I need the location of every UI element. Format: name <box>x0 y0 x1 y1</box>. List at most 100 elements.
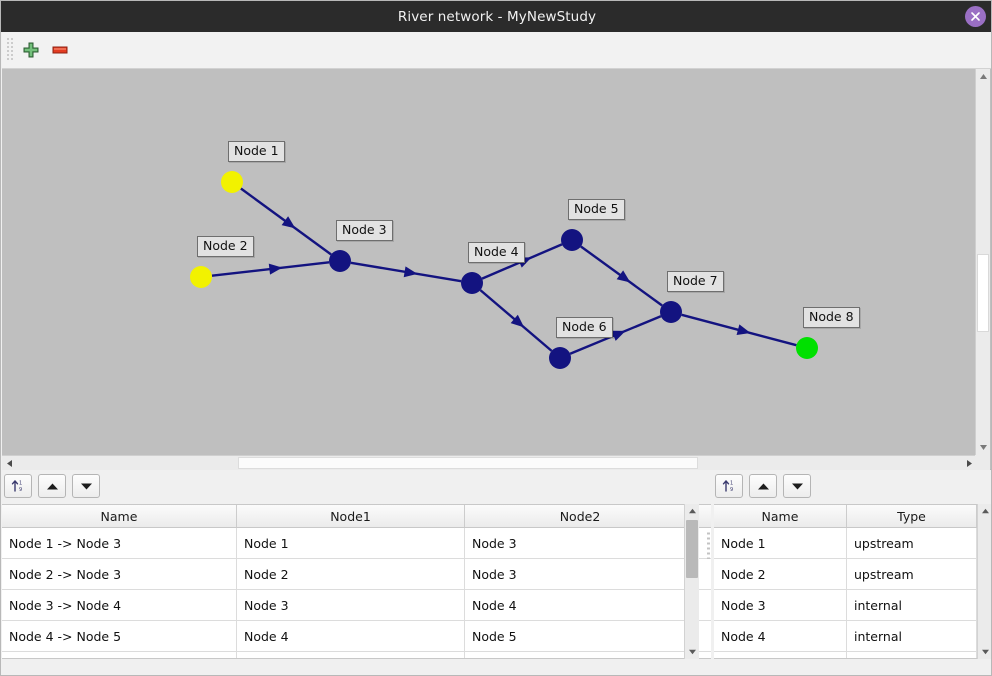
table-cell[interactable]: Node 4 <box>714 621 847 651</box>
red-minus-icon[interactable] <box>47 37 73 63</box>
toolbar-drag-handle[interactable] <box>5 38 15 62</box>
scroll-down-icon[interactable] <box>976 440 990 455</box>
graph-node[interactable] <box>329 250 351 272</box>
edge-arrow-icon <box>403 266 418 278</box>
nodes-scroll-up-icon[interactable] <box>978 504 991 518</box>
table-row-empty[interactable] <box>2 652 711 658</box>
reaches-panel-toolbar: 1 9 <box>4 473 106 499</box>
table-cell[interactable]: Node 5 <box>465 621 696 651</box>
scroll-right-icon[interactable] <box>962 456 977 470</box>
node-label[interactable]: Node 2 <box>197 236 254 257</box>
edges-layer <box>211 187 797 355</box>
graph-node[interactable] <box>461 272 483 294</box>
close-icon[interactable] <box>965 6 986 27</box>
reaches-scroll-thumb[interactable] <box>686 520 698 578</box>
node-label[interactable]: Node 6 <box>556 317 613 338</box>
graph-node[interactable] <box>190 266 212 288</box>
column-header[interactable]: Type <box>847 505 977 527</box>
canvas-vscroll-thumb[interactable] <box>977 254 989 332</box>
table-cell[interactable]: Node 3 <box>714 590 847 620</box>
graph-node[interactable] <box>796 337 818 359</box>
table-cell[interactable]: Node 3 <box>465 528 696 558</box>
network-canvas[interactable]: Node 1 Node 2 Node 3 Node 4 Node 5 Node 6 Node… <box>2 69 991 470</box>
node-label[interactable]: Node 1 <box>228 141 285 162</box>
edge-arrow-icon <box>616 270 631 283</box>
table-cell-empty <box>714 652 847 658</box>
sort-ascending-icon[interactable]: 1 9 <box>715 474 743 498</box>
nodes-scroll-down-icon[interactable] <box>978 645 991 659</box>
nodes-panel-resize-grip[interactable] <box>707 531 711 559</box>
table-cell[interactable]: internal <box>847 621 977 651</box>
canvas-horizontal-scrollbar[interactable] <box>2 455 977 470</box>
triangle-down-icon[interactable] <box>783 474 811 498</box>
table-cell[interactable]: Node 3 <box>237 590 465 620</box>
nodes-table-scrollbar[interactable] <box>977 504 991 659</box>
graph-node[interactable] <box>221 171 243 193</box>
graph-node[interactable] <box>561 229 583 251</box>
triangle-down-icon[interactable] <box>72 474 100 498</box>
node-label[interactable]: Node 8 <box>803 307 860 328</box>
triangle-up-icon[interactable] <box>38 474 66 498</box>
table-cell[interactable]: Node 3 -> Node 4 <box>2 590 237 620</box>
reaches-table-scrollbar[interactable] <box>684 504 699 659</box>
table-cell[interactable]: Node 2 -> Node 3 <box>2 559 237 589</box>
column-header[interactable]: Node2 <box>465 505 696 527</box>
green-plus-icon[interactable] <box>18 37 44 63</box>
node-label[interactable]: Node 4 <box>468 242 525 263</box>
triangle-up-icon[interactable] <box>749 474 777 498</box>
graph-node[interactable] <box>549 347 571 369</box>
svg-text:1: 1 <box>730 481 733 487</box>
node-label[interactable]: Node 3 <box>336 220 393 241</box>
table-cell-empty <box>465 652 696 658</box>
table-cell[interactable]: Node 1 <box>714 528 847 558</box>
table-cell-empty <box>847 652 977 658</box>
edge-arrow-icon <box>736 324 751 336</box>
table-cell[interactable]: Node 4 <box>237 621 465 651</box>
canvas-vertical-scrollbar[interactable] <box>975 69 990 455</box>
node-label[interactable]: Node 7 <box>667 271 724 292</box>
table-cell[interactable]: Node 2 <box>237 559 465 589</box>
table-cell[interactable]: upstream <box>847 559 977 589</box>
column-header[interactable]: Node1 <box>237 505 465 527</box>
table-cell[interactable]: internal <box>847 590 977 620</box>
table-cell[interactable]: Node 3 <box>465 559 696 589</box>
column-header[interactable]: Name <box>714 505 847 527</box>
sort-ascending-icon[interactable]: 1 9 <box>4 474 32 498</box>
table-cell[interactable]: Node 2 <box>714 559 847 589</box>
svg-text:9: 9 <box>19 487 22 493</box>
window-title: River network - MyNewStudy <box>397 8 597 25</box>
reaches-scroll-down-icon[interactable] <box>685 645 699 659</box>
edge-arrow-icon <box>611 330 626 341</box>
column-header[interactable]: Name <box>2 505 237 527</box>
scroll-up-icon[interactable] <box>976 69 990 84</box>
svg-text:1: 1 <box>19 481 22 487</box>
table-cell[interactable]: Node 1 <box>237 528 465 558</box>
table-cell[interactable]: upstream <box>847 528 977 558</box>
table-cell[interactable]: Node 4 <box>465 590 696 620</box>
scroll-left-icon[interactable] <box>2 456 17 470</box>
graph-node[interactable] <box>660 301 682 323</box>
node-label[interactable]: Node 5 <box>568 199 625 220</box>
edge-arrow-icon <box>268 263 283 275</box>
table-row-empty[interactable] <box>714 652 991 658</box>
table-cell[interactable]: Node 1 -> Node 3 <box>2 528 237 558</box>
reaches-scroll-up-icon[interactable] <box>685 504 699 518</box>
table-cell[interactable]: Node 4 -> Node 5 <box>2 621 237 651</box>
canvas-hscroll-thumb[interactable] <box>238 457 698 469</box>
